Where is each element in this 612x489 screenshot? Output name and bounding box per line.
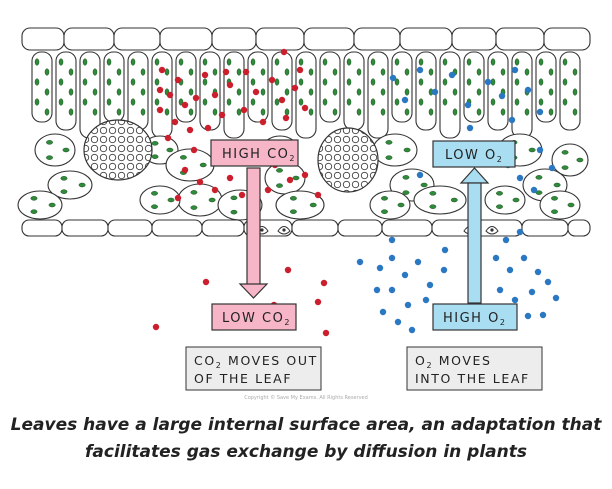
svg-text:CO2 MOVES OUT: CO2 MOVES OUT	[194, 353, 318, 370]
upper-epidermis	[21, 27, 591, 51]
o2-molecules	[356, 66, 560, 334]
figure-caption: Leaves have a large internal surface are…	[0, 412, 612, 466]
svg-text:LOW CO2: LOW CO2	[222, 311, 291, 327]
svg-text:OF THE LEAF: OF THE LEAF	[194, 371, 292, 386]
copyright-notice: Copyright © Save My Exams. All Rights Re…	[244, 394, 368, 401]
caption-line-1: Leaves have a large internal surface are…	[10, 415, 602, 435]
svg-text:INTO THE LEAF: INTO THE LEAF	[415, 371, 530, 386]
low-co2-label: LOW CO2	[211, 303, 297, 331]
low-o2-label: LOW O2	[432, 140, 516, 168]
o2-diffusion-arrow	[459, 167, 490, 304]
high-o2-label: HIGH O2	[432, 303, 518, 331]
leaf-cross-section	[17, 27, 591, 237]
co2-diffusion-arrow	[238, 167, 269, 299]
co2-moves-out-box: CO2 MOVES OUT OF THE LEAF	[185, 346, 322, 391]
svg-text:HIGH CO2: HIGH CO2	[222, 147, 296, 163]
lower-epidermis	[21, 219, 591, 237]
svg-text:O2 MOVES: O2 MOVES	[415, 353, 492, 370]
svg-text:HIGH O2: HIGH O2	[443, 311, 506, 327]
palisade-layer	[31, 51, 581, 139]
vein-right	[317, 127, 379, 193]
vein-left	[83, 119, 153, 181]
high-co2-label: HIGH CO2	[210, 139, 299, 167]
caption-line-2: facilitates gas exchange by diffusion in…	[85, 442, 527, 462]
o2-moves-into-box: O2 MOVES INTO THE LEAF	[406, 346, 543, 391]
svg-text:LOW O2: LOW O2	[445, 148, 503, 164]
